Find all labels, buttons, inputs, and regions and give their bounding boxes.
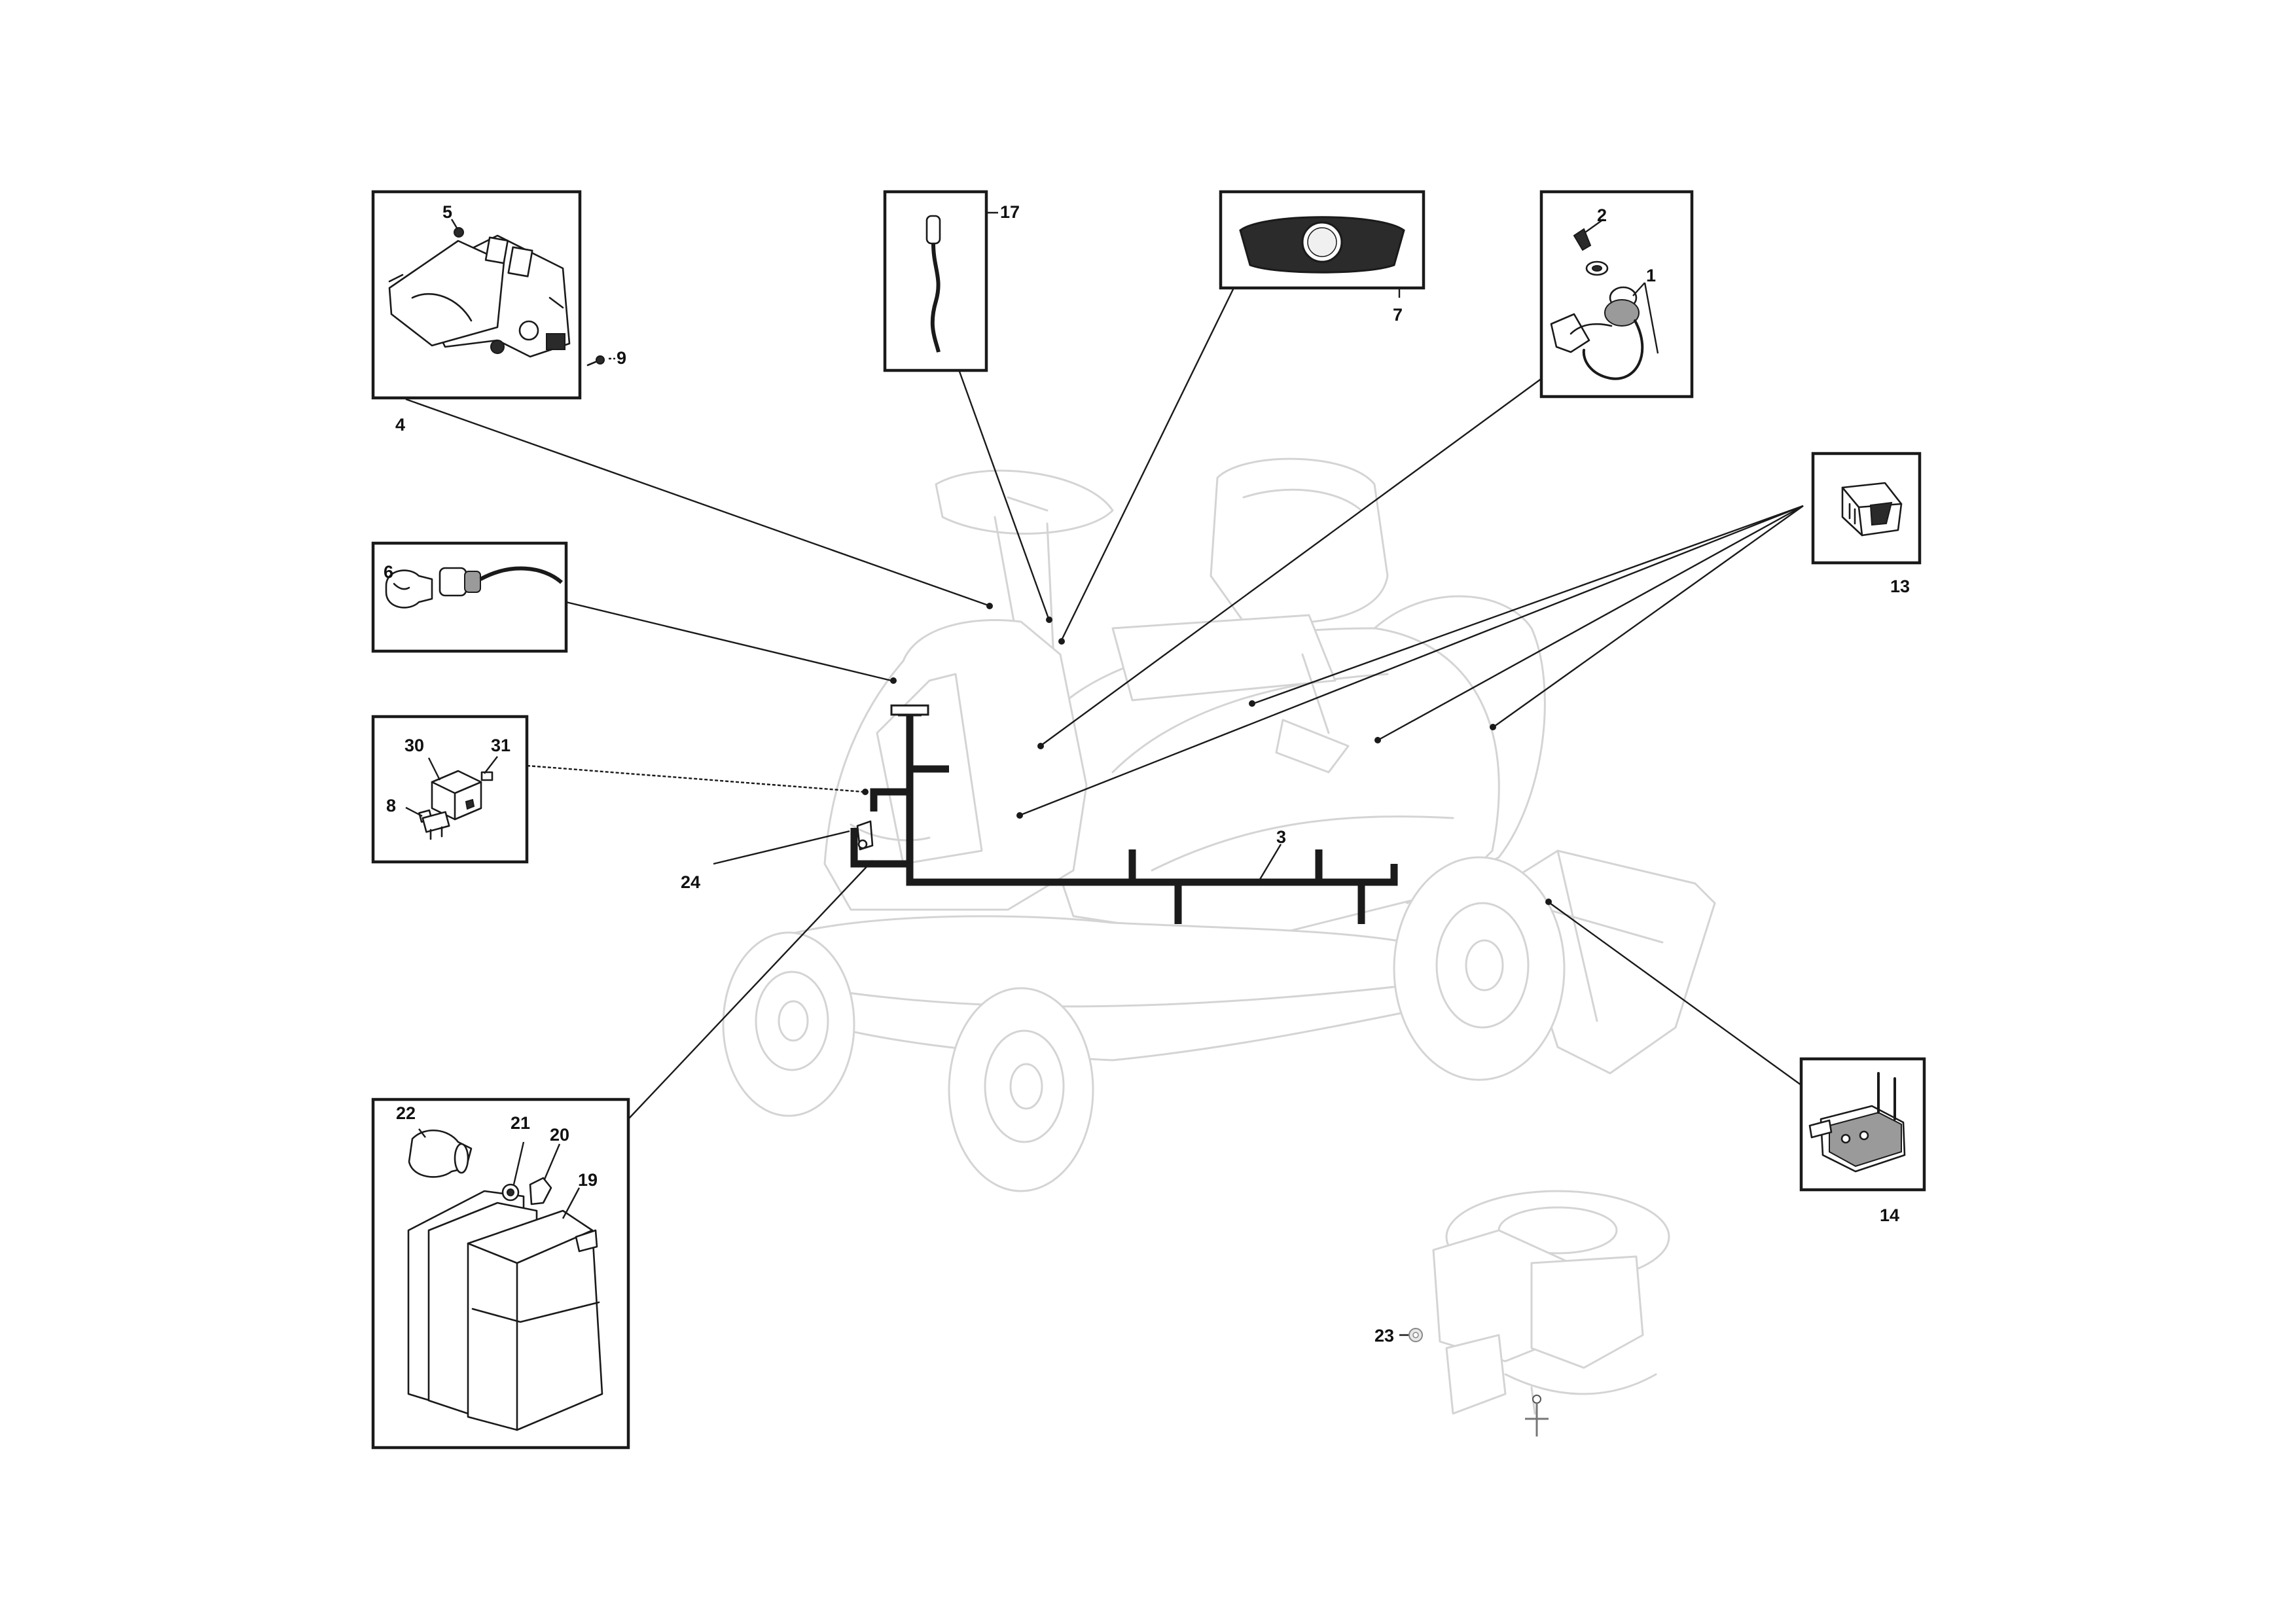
callout-5: 5	[442, 202, 452, 222]
callout-19: 19	[578, 1170, 598, 1190]
callout-21: 21	[511, 1113, 530, 1133]
callout-14: 14	[1880, 1205, 1899, 1225]
callout-30: 30	[404, 736, 424, 755]
callout-1: 1	[1646, 266, 1656, 285]
callout-22: 22	[396, 1103, 416, 1123]
detail-box-rocker-switch	[1811, 452, 1922, 565]
engine-earth-post	[1525, 1395, 1549, 1436]
callout-9: 9	[617, 348, 626, 368]
detail-box-fuse-wire	[883, 190, 998, 372]
callout-7: 7	[1393, 305, 1403, 325]
leader-lines	[405, 287, 1804, 1336]
detail-box-bulb	[371, 541, 568, 653]
bulb-icon	[385, 569, 433, 609]
callout-20: 20	[550, 1125, 569, 1145]
callout-numbers: 1 2 3 4 5 6 7 8 9 13 14 17 19 20 21 22 2…	[384, 202, 1910, 1346]
callout-6: 6	[384, 562, 393, 582]
wiring-harness-part-3	[850, 704, 1398, 924]
callout-2: 2	[1597, 205, 1607, 225]
callout-24: 24	[681, 872, 700, 892]
callout-4: 4	[395, 415, 405, 435]
detail-box-badge	[1219, 190, 1426, 298]
callout-13: 13	[1890, 577, 1910, 596]
ghosted-engine	[1432, 1190, 1670, 1415]
detail-box-battery	[371, 1097, 630, 1450]
detail-box-ignition	[1539, 190, 1694, 399]
washer-part-23	[1408, 1328, 1423, 1342]
ghosted-riding-mower	[722, 457, 1716, 1192]
detail-box-control-board	[371, 190, 615, 400]
callout-23: 23	[1374, 1326, 1394, 1346]
detail-box-micro-switch	[1799, 1057, 1926, 1192]
callout-17: 17	[1000, 202, 1020, 222]
detail-box-relay	[371, 715, 529, 864]
ignition-key-icon	[1573, 228, 1592, 251]
callout-3: 3	[1276, 827, 1286, 847]
callout-31: 31	[491, 736, 511, 755]
callout-8: 8	[386, 796, 396, 815]
fuse-icon	[925, 215, 941, 245]
terminal-part-20	[529, 1177, 552, 1205]
screw-part-5	[454, 227, 464, 238]
